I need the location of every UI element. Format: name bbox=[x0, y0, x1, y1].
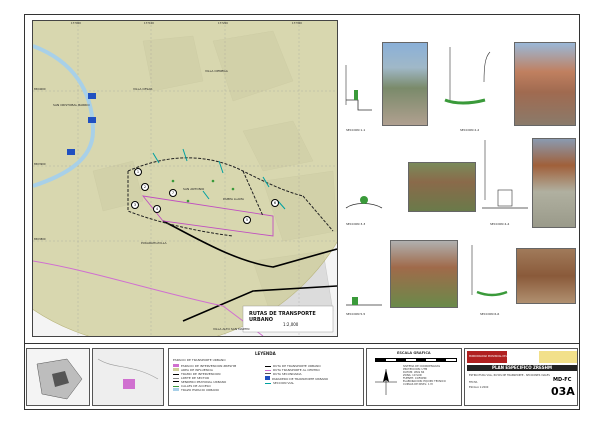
scale-note: FUENTE: COFOPRI bbox=[403, 377, 427, 380]
section-label-4: SECCION 4-4 bbox=[490, 222, 510, 226]
grid-label-left-2: 8503900 bbox=[34, 163, 46, 166]
org-name: MUNICIPALIDAD PROVINCIAL DEL CUSCO bbox=[469, 355, 516, 358]
bus-stop-icons bbox=[67, 93, 96, 155]
location-map-1-shape bbox=[36, 358, 83, 400]
point-3[interactable]: 3 bbox=[131, 201, 139, 209]
photo-3[interactable] bbox=[408, 162, 476, 212]
point-6[interactable]: 6 bbox=[271, 199, 279, 207]
scale-note: SISTEMA DE COORDENADAS bbox=[403, 365, 440, 368]
legend-item: PARADERO DE TRANSPORTE URBANO bbox=[265, 376, 328, 381]
grid-label-top-4: 177300 bbox=[292, 22, 302, 25]
map-canvas bbox=[33, 21, 337, 336]
grid-label-left-1: 8504000 bbox=[34, 88, 46, 91]
scale-note: CURVAS DE NIVEL: 1 M bbox=[403, 383, 433, 386]
legend-subtitle: ESPACIO DE TRANSPORTE URBANO bbox=[173, 358, 226, 362]
section-diagram-1 bbox=[345, 65, 372, 111]
legend-item: SENDERO PEATONAL URBANO bbox=[173, 380, 236, 384]
legend-item: RUTA TRANSPORTE AL CENTRO bbox=[265, 368, 328, 372]
point-7[interactable]: 7 bbox=[169, 189, 177, 197]
section-diagram-3 bbox=[345, 196, 383, 209]
legend-item: LIMITE DE SECTOR bbox=[173, 376, 236, 380]
grid-label-top-3: 177200 bbox=[218, 22, 228, 25]
legend-item: RUTA DE TRANSPORTE URBANO bbox=[265, 364, 328, 368]
legend-item: AREA DE INFLUENCIA bbox=[173, 368, 236, 372]
scale-note: PROYECCION: UTM bbox=[403, 368, 428, 371]
street-label-san-cristobal: SAN CRISTOBAL BARRIO bbox=[53, 103, 90, 107]
section-diagram-4 bbox=[482, 140, 528, 209]
scale-note: ZONA: 19 SUR bbox=[403, 374, 422, 377]
section-diagram-2 bbox=[444, 47, 491, 105]
legend-item: SECCION VIAL bbox=[265, 381, 328, 385]
location-map-2-shape bbox=[97, 358, 159, 389]
municipal-logo bbox=[467, 351, 507, 363]
legend-items-right: RUTA DE TRANSPORTE URBANO RUTA TRANSPORT… bbox=[265, 364, 328, 385]
location-map-1[interactable] bbox=[26, 348, 90, 406]
scale-note: ELABORACION: EQUIPO TECNICO bbox=[403, 380, 446, 383]
street-label-villa-cesar: VILLA CESAR bbox=[133, 87, 153, 91]
urban-route-line bbox=[33, 260, 264, 336]
scale-note: DATUM: WGS 84 bbox=[403, 371, 425, 374]
legend-item: TRAMO DE INTERVENCION bbox=[173, 372, 236, 376]
legend-items-left: ESPACIO DE INTERVENCION ZRESHM AREA DE I… bbox=[173, 364, 236, 392]
photo-1[interactable] bbox=[382, 42, 428, 126]
grid-label-left-3: 8503800 bbox=[34, 238, 46, 241]
point-1[interactable]: 1 bbox=[134, 168, 142, 176]
bus-stop-legend-icon bbox=[265, 376, 270, 380]
section-diagram-5 bbox=[346, 297, 382, 306]
street-label-villa-alto: VILLA ALTO SAN MARTIN bbox=[213, 327, 250, 331]
legend-item: RUTA SECUNDARIA bbox=[265, 372, 328, 376]
sheet-number: 03A bbox=[551, 385, 575, 398]
plan-subtitle: ESTRUCTURA VIAL, RUTAS DE TRANSPORTE - S… bbox=[469, 374, 550, 377]
legend-item: CALLES DE ACCESO bbox=[173, 384, 236, 388]
section-diagram-6 bbox=[471, 245, 508, 297]
legend-title: LEYENDA bbox=[255, 351, 276, 356]
plan-date: FECHA bbox=[469, 381, 478, 384]
section-label-5: SECCION 5-5 bbox=[346, 312, 366, 316]
section-label-1: SECCION 1-1 bbox=[346, 128, 366, 132]
street-label-pampa-llama: PAMPA LLAMA bbox=[223, 197, 244, 201]
plan-scale: ESCALA 1:2000 bbox=[469, 386, 489, 389]
point-2[interactable]: 2 bbox=[141, 183, 149, 191]
street-label-villa-cienega: VILLA CIENEGA bbox=[205, 69, 228, 73]
photo-4[interactable] bbox=[532, 138, 576, 228]
legend-item: TRAZO ESPACIO URBANO bbox=[173, 388, 236, 392]
main-map[interactable]: 1 2 3 4 5 6 7 VILLA CESAR VILLA CIENEGA … bbox=[32, 20, 338, 337]
influence-area bbox=[33, 21, 337, 336]
legend-item: ESPACIO DE INTERVENCION ZRESHM bbox=[173, 364, 236, 368]
location-map-2[interactable] bbox=[92, 348, 164, 406]
scale-bar bbox=[375, 358, 457, 362]
section-label-3: SECCION 3-3 bbox=[346, 222, 366, 226]
sheet-footer: LEYENDA ESPACIO DE TRANSPORTE URBANO ESP… bbox=[24, 343, 580, 411]
point-4[interactable]: 4 bbox=[153, 205, 161, 213]
scale-title: ESCALA GRAFICA bbox=[397, 351, 431, 355]
map-scale: 1:2,000 bbox=[283, 322, 299, 327]
sheet-code: MD-FC bbox=[553, 377, 572, 383]
point-5[interactable]: 5 bbox=[243, 216, 251, 224]
grid-label-top-1: 177000 bbox=[71, 22, 81, 25]
street-label-pukarahuaylla: PUKARAHUAYLLA bbox=[141, 241, 167, 245]
river bbox=[33, 44, 96, 188]
map-title: RUTAS DE TRANSPORTE URBANO bbox=[249, 311, 316, 323]
section-label-6: SECCION 6-6 bbox=[480, 312, 500, 316]
plan-logo bbox=[539, 351, 577, 363]
photo-6[interactable] bbox=[516, 248, 576, 304]
north-arrow-icon bbox=[375, 369, 397, 395]
title-block: MUNICIPALIDAD PROVINCIAL DEL CUSCO PLAN … bbox=[464, 348, 578, 406]
section-label-2: SECCION 2-2 bbox=[460, 128, 480, 132]
scale-notes: SISTEMA DE COORDENADAS PROYECCION: UTM D… bbox=[403, 365, 446, 386]
grid-label-top-2: 177100 bbox=[144, 22, 154, 25]
legend-box: LEYENDA ESPACIO DE TRANSPORTE URBANO ESP… bbox=[168, 348, 364, 406]
sections-panel: SECCION 1-1 SECCION 2-2 SECCION 3-3 SECC… bbox=[340, 20, 580, 335]
plan-title: PLAN ESPECIFICO ZRESHM bbox=[467, 365, 577, 371]
scale-box: ESCALA GRAFICA SISTEMA DE COORDENADAS PR… bbox=[366, 348, 462, 406]
photo-5[interactable] bbox=[390, 240, 458, 308]
street-label-san-antonio: SAN ANTONIO bbox=[183, 187, 205, 191]
photo-2[interactable] bbox=[514, 42, 576, 126]
